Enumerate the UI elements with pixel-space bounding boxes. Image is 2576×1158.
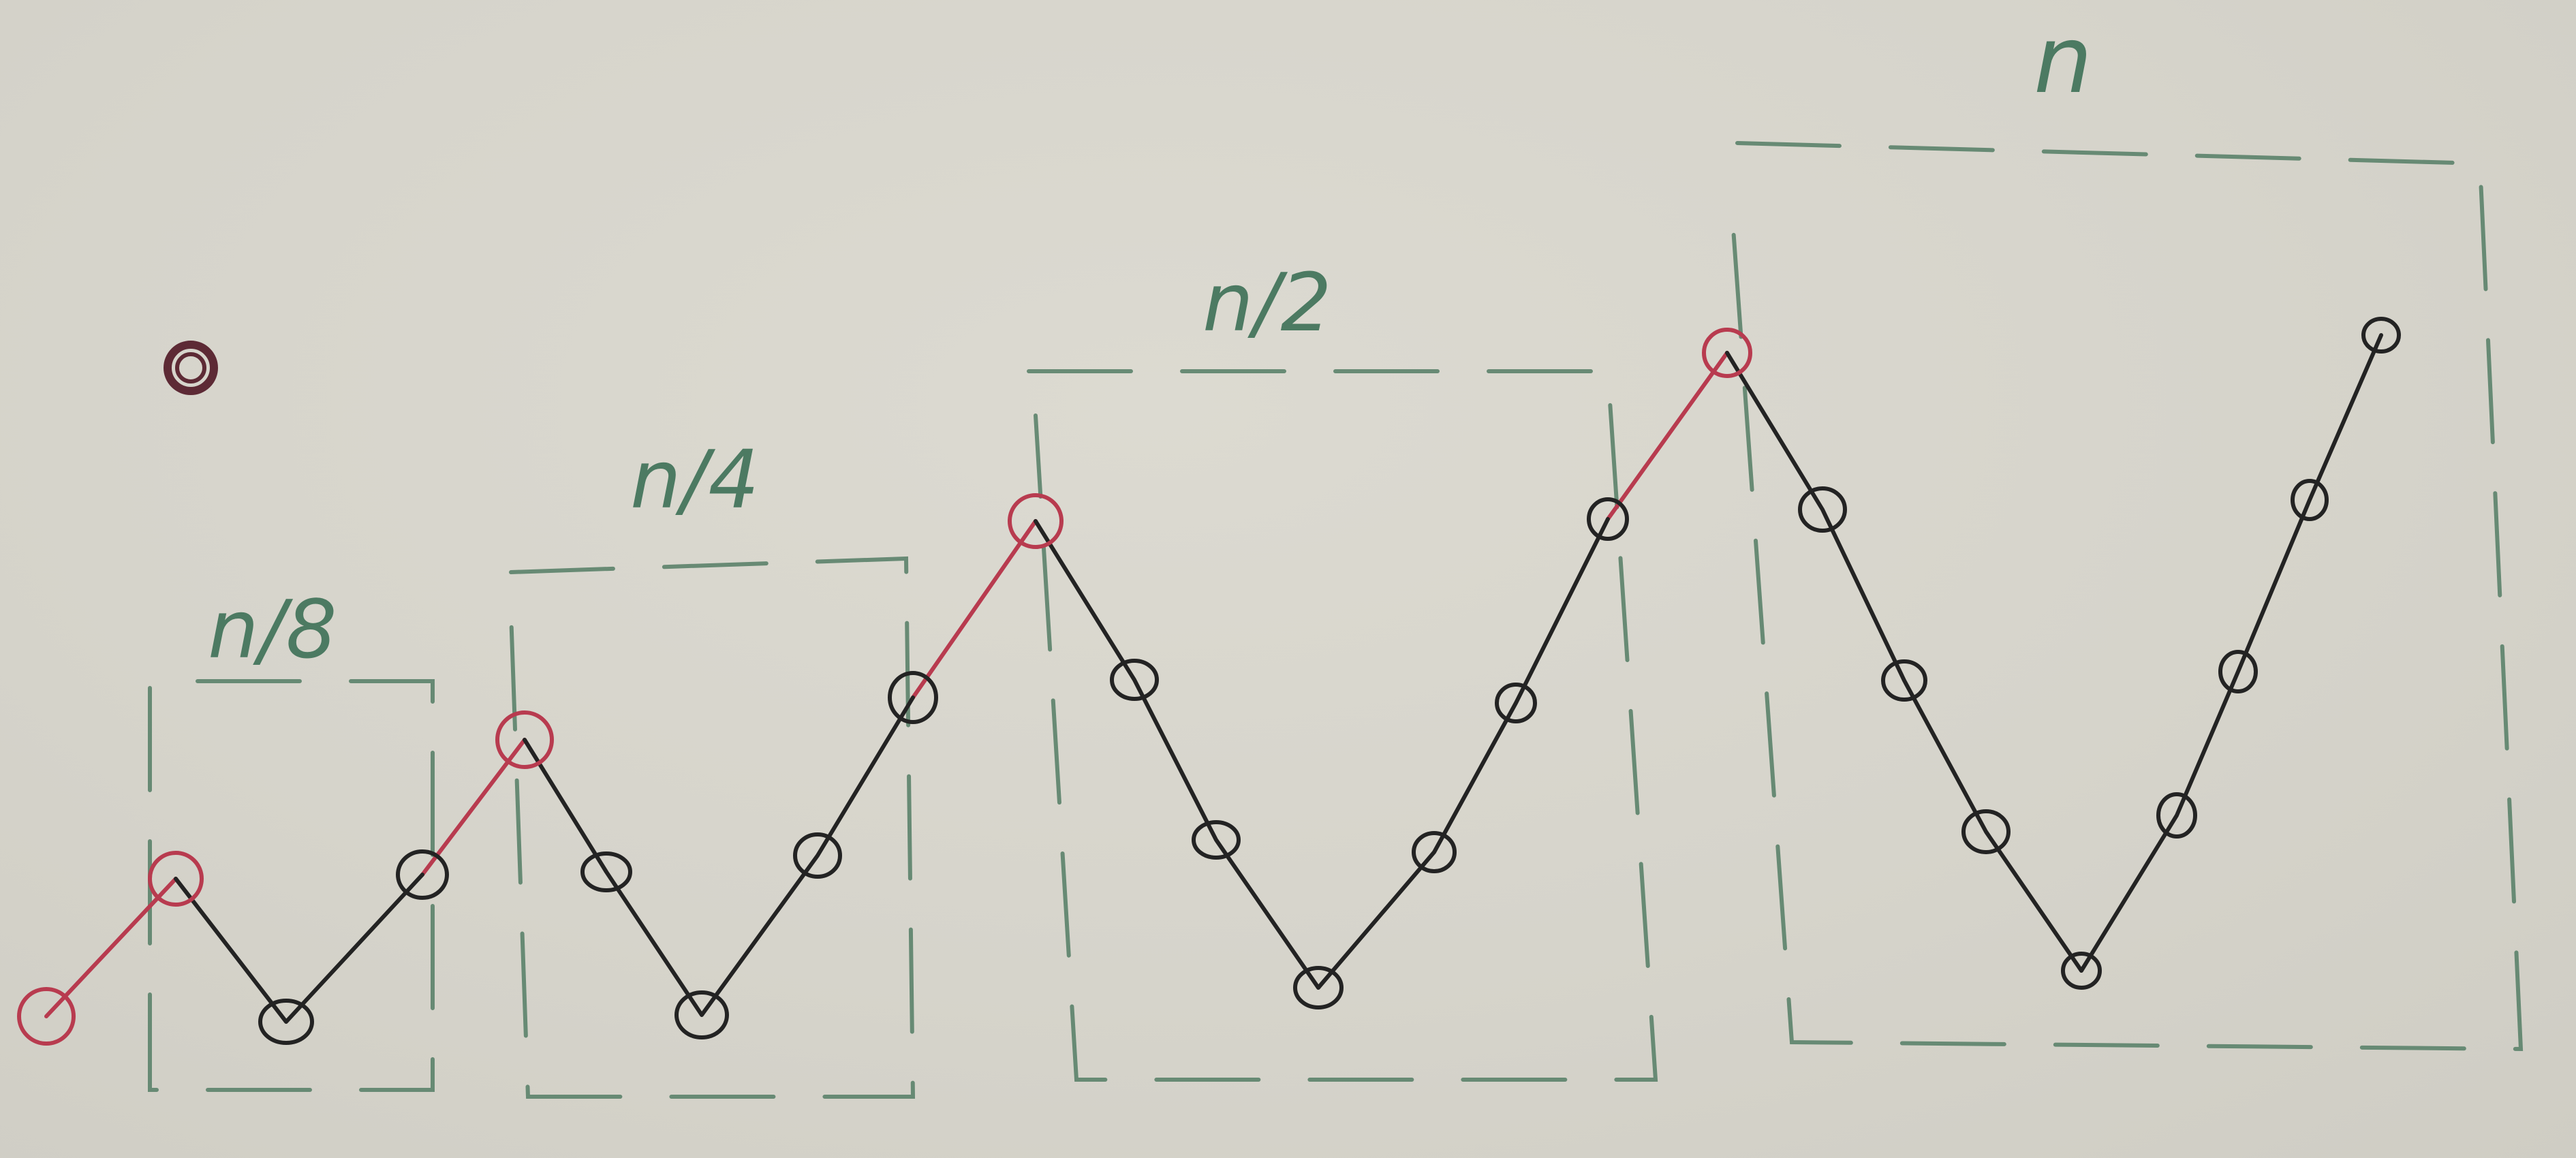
black-node — [1495, 683, 1537, 723]
red-node — [1702, 328, 1752, 378]
label-n: n — [2034, 7, 2092, 114]
label-n-over-8: n/8 — [208, 582, 337, 676]
label-n-over-4: n/4 — [630, 433, 760, 527]
black-node — [258, 999, 314, 1045]
black-node — [888, 671, 938, 724]
black-node — [674, 990, 729, 1039]
dashed-box-n-over-4 — [509, 556, 916, 1099]
red-path — [44, 351, 1729, 1018]
black-node — [1293, 966, 1344, 1010]
red-nodes — [17, 328, 1752, 1046]
black-path — [174, 333, 2383, 1024]
black-nodes — [258, 317, 2401, 1045]
black-node — [2218, 650, 2258, 693]
black-node — [1961, 809, 2011, 854]
legend-circle-icon — [164, 341, 218, 395]
black-node — [1798, 486, 1847, 533]
dashed-box-n-over-2 — [1027, 369, 1658, 1082]
black-node — [2291, 479, 2329, 521]
black-node — [1587, 497, 1629, 541]
red-node — [1008, 493, 1064, 549]
dashed-box-n-over-8 — [148, 679, 435, 1092]
black-node — [580, 851, 632, 892]
red-node — [17, 987, 76, 1046]
black-node — [2361, 317, 2401, 354]
black-node — [1192, 820, 1241, 860]
dashed-box-n — [1728, 141, 2524, 1052]
black-node — [1412, 831, 1457, 873]
black-node — [793, 832, 842, 879]
black-node — [1881, 659, 1927, 702]
red-node — [495, 710, 554, 769]
label-n-over-2: n/2 — [1202, 255, 1332, 349]
black-node — [396, 849, 449, 900]
black-node — [2061, 952, 2102, 990]
black-node — [1110, 659, 1159, 701]
red-node — [148, 851, 204, 907]
black-node — [2156, 792, 2197, 839]
